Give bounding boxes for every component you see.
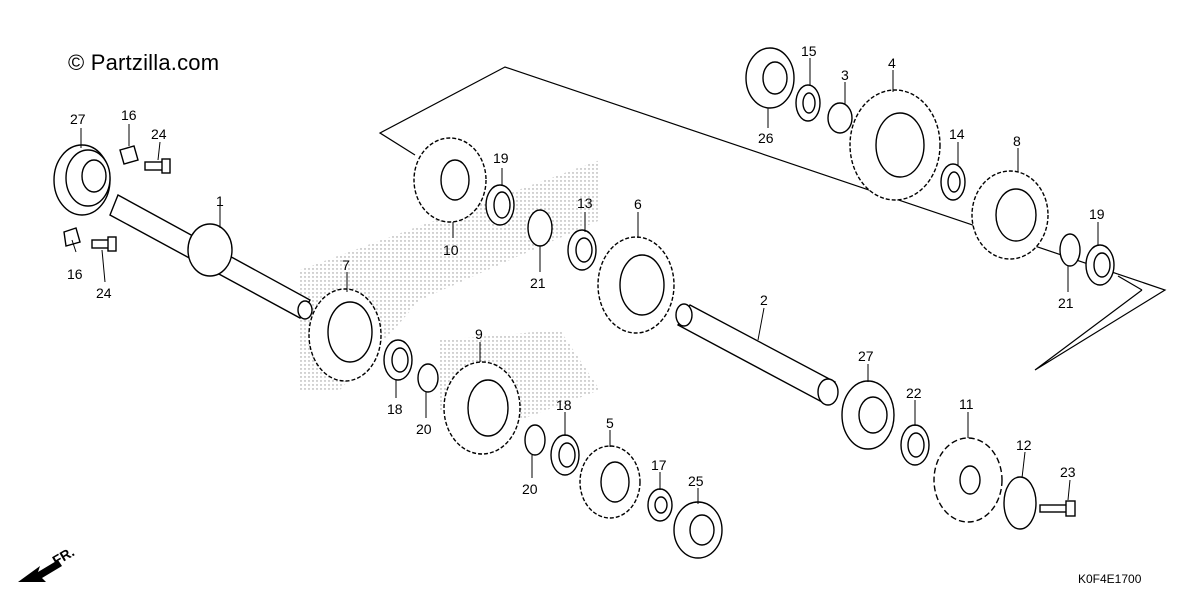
gear-4[interactable] <box>849 89 941 201</box>
plate-12[interactable] <box>1003 476 1037 530</box>
callout-16: 16 <box>67 266 83 282</box>
bearing-27[interactable] <box>53 144 111 216</box>
gear-10[interactable] <box>413 137 487 223</box>
plate-16[interactable] <box>119 145 139 165</box>
washer-18b[interactable] <box>550 434 580 476</box>
callout-13: 13 <box>577 195 593 211</box>
callout-6: 6 <box>634 196 642 212</box>
callout-3: 3 <box>841 67 849 83</box>
callout-16: 16 <box>121 107 137 123</box>
washer-18[interactable] <box>383 339 413 381</box>
washer-17[interactable] <box>647 488 673 522</box>
bolt-24[interactable] <box>144 158 171 174</box>
bushing-22[interactable] <box>900 424 930 466</box>
callout-11: 11 <box>959 396 974 412</box>
circlip-20b[interactable] <box>524 424 546 456</box>
circlip-21b[interactable] <box>1059 233 1081 267</box>
front-arrow: FR. <box>18 543 77 582</box>
callout-labels: 27 16 24 1 16 24 7 10 19 21 13 6 18 20 9… <box>67 43 1105 497</box>
countershaft-2[interactable] <box>675 303 839 406</box>
callout-27: 27 <box>70 111 86 127</box>
circlip-21[interactable] <box>527 209 553 247</box>
bolt-23[interactable] <box>1039 500 1076 517</box>
callout-18: 18 <box>556 397 572 413</box>
gear-6[interactable] <box>597 236 675 334</box>
callout-19: 19 <box>493 150 509 166</box>
callout-26: 26 <box>758 130 774 146</box>
callout-8: 8 <box>1013 133 1021 149</box>
mainshaft-1[interactable] <box>109 194 313 320</box>
washer-14[interactable] <box>940 163 966 201</box>
gear-7[interactable] <box>308 288 382 382</box>
bearing-25[interactable] <box>673 501 723 559</box>
callout-20: 20 <box>522 481 538 497</box>
bushing-3[interactable] <box>827 102 853 134</box>
callout-25: 25 <box>688 473 704 489</box>
bearing-27b[interactable] <box>841 380 895 450</box>
callout-24: 24 <box>96 285 112 301</box>
callout-4: 4 <box>888 55 896 71</box>
callout-27: 27 <box>858 348 874 364</box>
gear-9[interactable] <box>443 361 521 455</box>
washer-19[interactable] <box>485 184 515 226</box>
callout-14: 14 <box>949 126 965 142</box>
bolt-24b[interactable] <box>91 236 117 252</box>
callout-18: 18 <box>387 401 403 417</box>
callout-17: 17 <box>651 457 667 473</box>
leader-lines <box>71 58 1099 504</box>
callout-7: 7 <box>342 257 350 273</box>
assembly-outline <box>1117 275 1143 291</box>
callout-5: 5 <box>606 415 614 431</box>
callout-21: 21 <box>1058 295 1074 311</box>
watermark: © Partzilla.com <box>68 50 220 75</box>
callout-1: 1 <box>216 193 224 209</box>
sprocket-11[interactable] <box>933 437 1003 523</box>
assembly-outline <box>378 66 1167 371</box>
diagram-code: K0F4E1700 <box>1078 572 1142 586</box>
callout-10: 10 <box>443 242 459 258</box>
callout-21: 21 <box>530 275 546 291</box>
callout-19: 19 <box>1089 206 1105 222</box>
bearing-26[interactable] <box>745 47 795 109</box>
plate-16b[interactable] <box>63 227 81 247</box>
gear-5[interactable] <box>579 445 641 519</box>
callout-20: 20 <box>416 421 432 437</box>
bushing-13[interactable] <box>567 229 597 271</box>
callout-9: 9 <box>475 326 483 342</box>
gear-8[interactable] <box>971 170 1049 260</box>
circlip-20[interactable] <box>417 363 439 393</box>
callout-15: 15 <box>801 43 817 59</box>
callout-24: 24 <box>151 126 167 142</box>
callout-22: 22 <box>906 385 922 401</box>
callout-23: 23 <box>1060 464 1076 480</box>
washer-19b[interactable] <box>1085 244 1115 286</box>
callout-2: 2 <box>760 292 768 308</box>
callout-12: 12 <box>1016 437 1032 453</box>
washer-15[interactable] <box>795 84 821 122</box>
